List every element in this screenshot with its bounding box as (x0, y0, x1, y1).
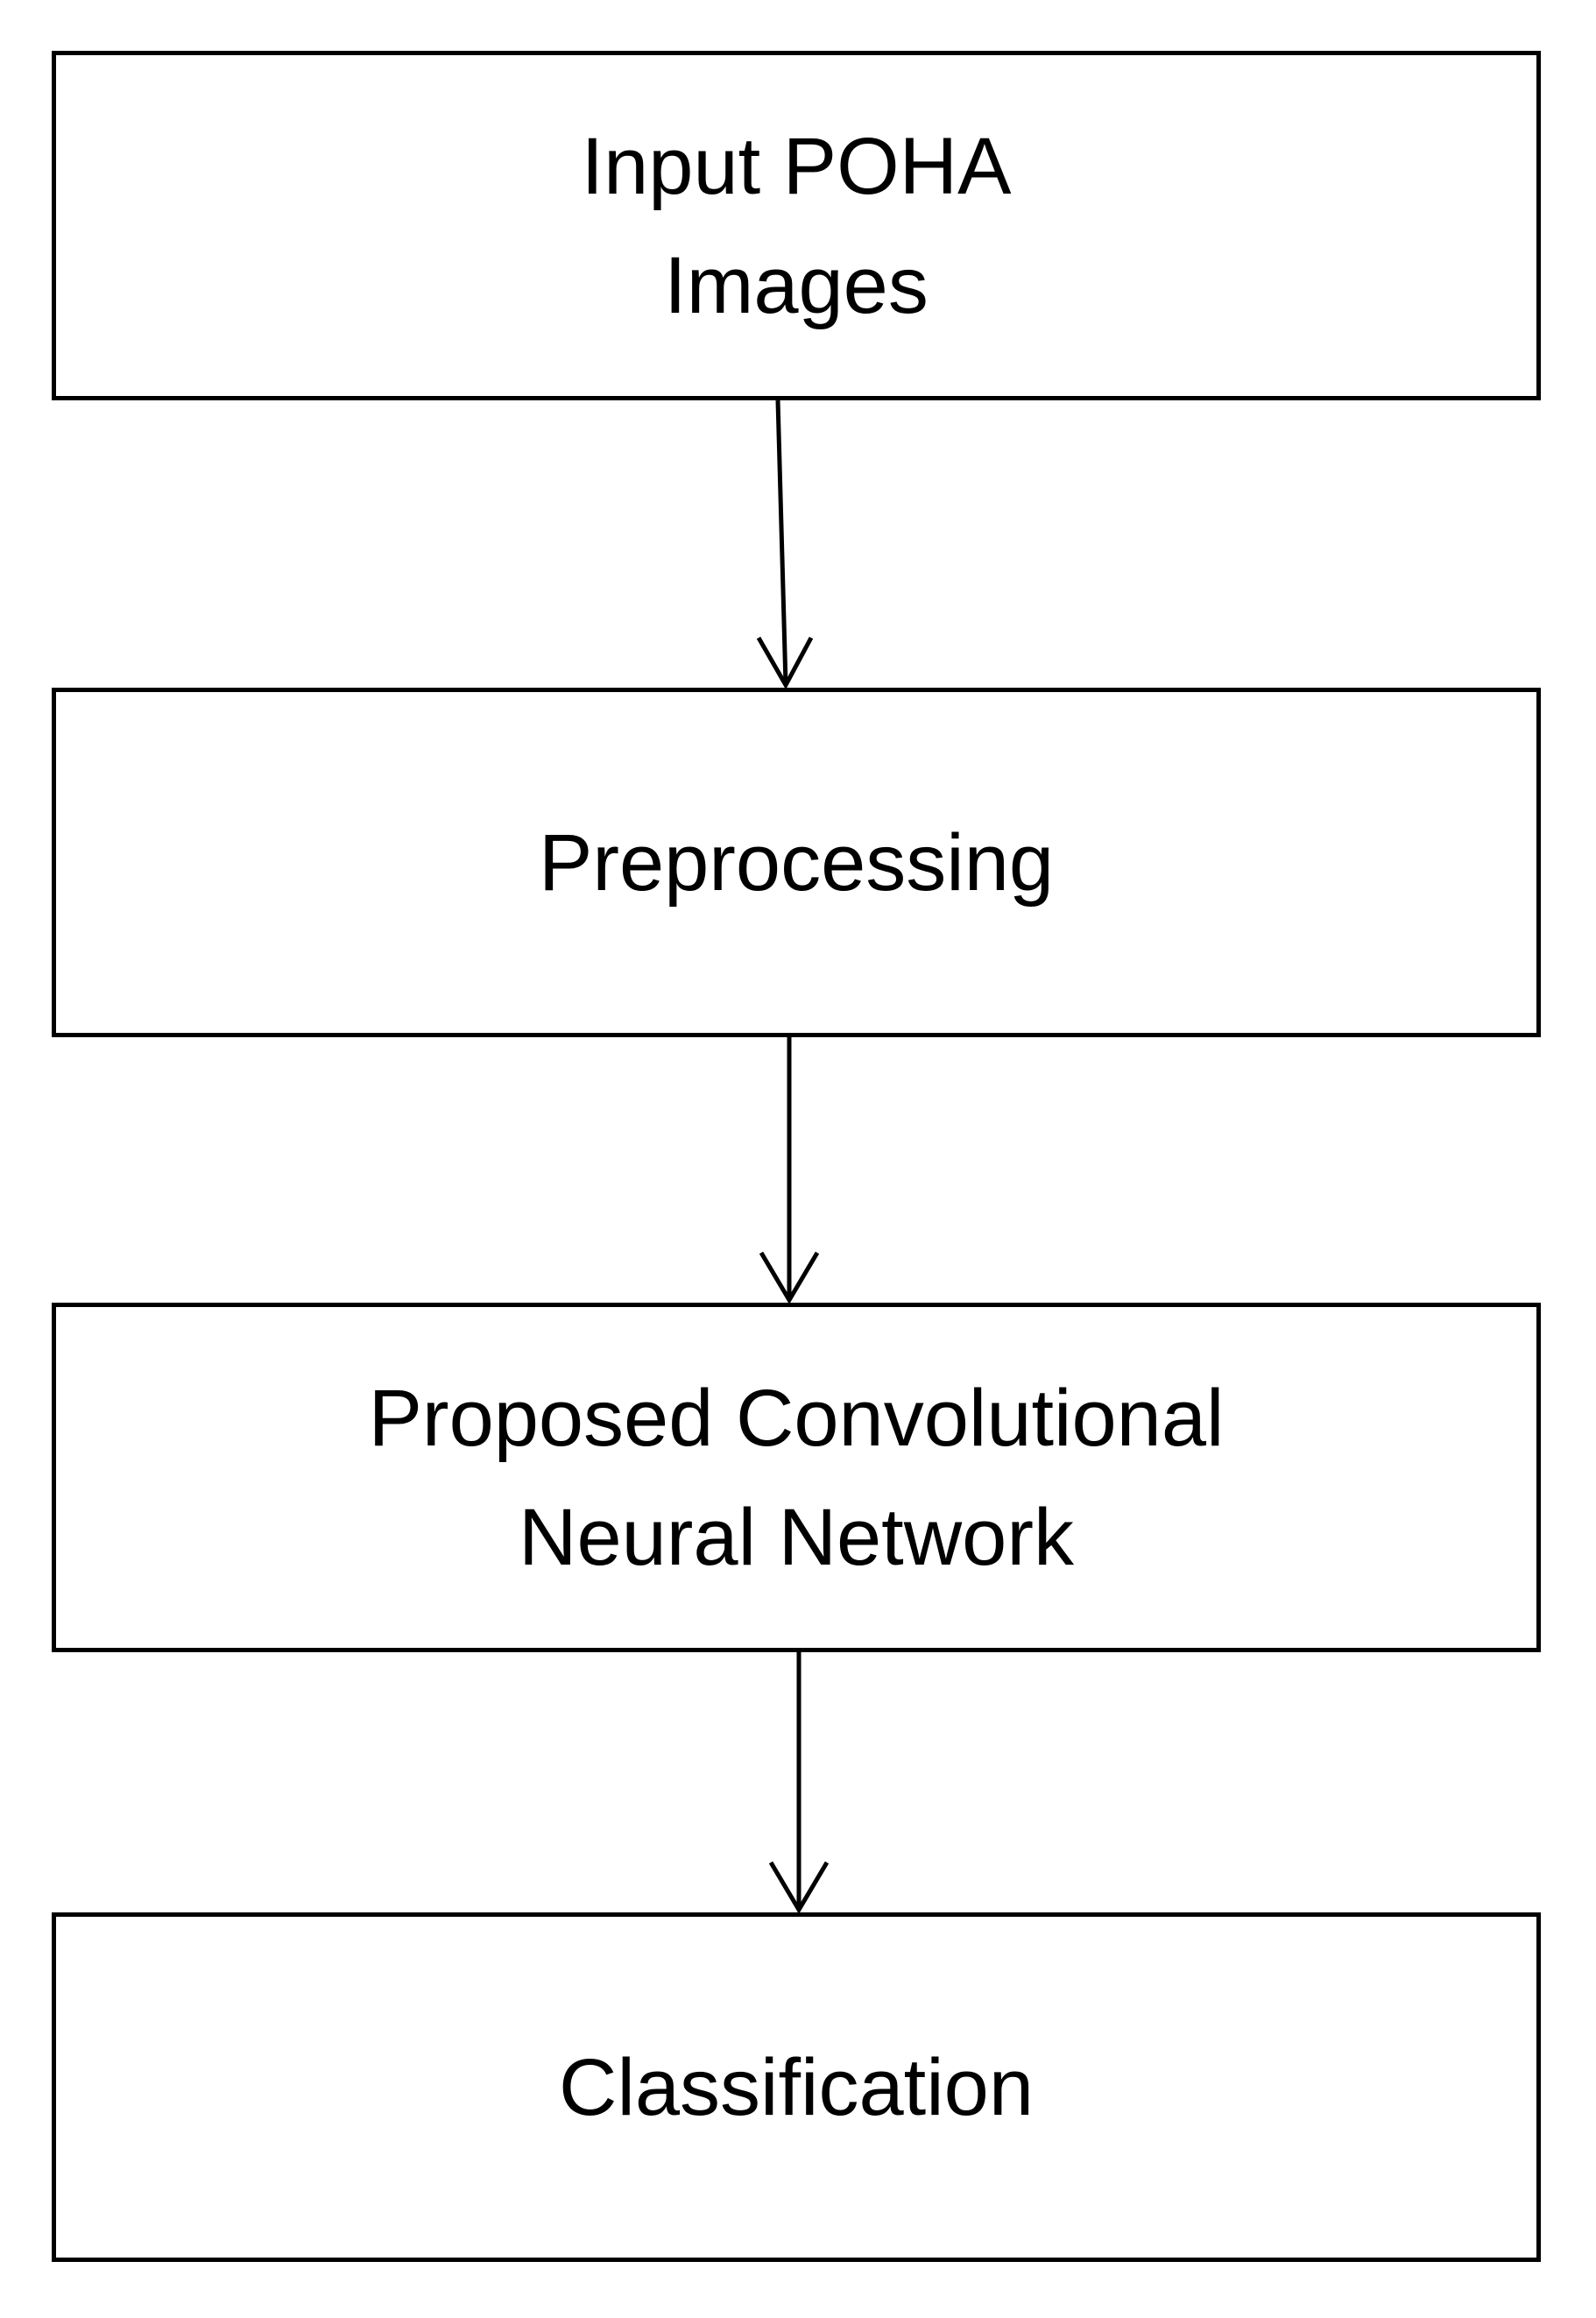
step-label-line: Preprocessing (538, 817, 1055, 908)
step-box-input-images: Input POHA Images (52, 51, 1541, 400)
step-label-line: Images (664, 240, 929, 330)
arrow-input-to-preprocessing-shaft (775, 399, 788, 686)
step-box-classification: Classification (52, 1912, 1541, 2262)
step-box-proposed-cnn: Proposed Convolutional Neural Network (52, 1303, 1541, 1652)
arrow-input-to-preprocessing (756, 399, 814, 690)
arrow-input-to-preprocessing-head (756, 636, 814, 690)
step-label-line: Classification (559, 2042, 1034, 2132)
arrow-preprocessing-to-cnn-head (759, 1251, 820, 1304)
arrow-cnn-to-classification (768, 1652, 830, 1914)
step-label-line: Proposed Convolutional (368, 1373, 1225, 1463)
arrow-cnn-to-classification-head (768, 1861, 830, 1914)
step-box-preprocessing: Preprocessing (52, 688, 1541, 1037)
step-label-line: Neural Network (519, 1492, 1074, 1582)
arrow-preprocessing-to-cnn (759, 1037, 820, 1304)
step-label-line: Input POHA (581, 121, 1012, 211)
